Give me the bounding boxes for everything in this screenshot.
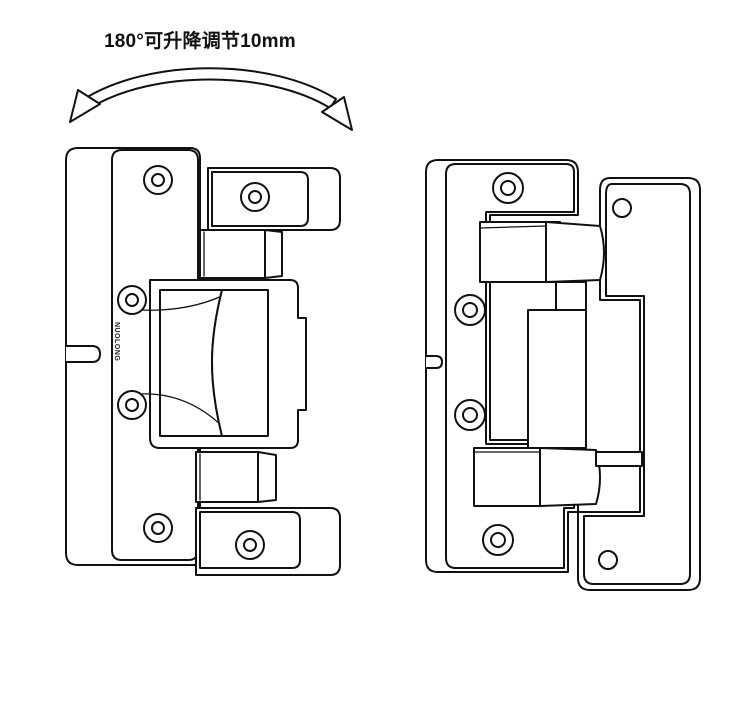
left-edge-notch xyxy=(65,345,101,363)
rear-lower-knuckle xyxy=(473,447,541,507)
rear-lower-flange xyxy=(595,451,643,467)
screw-boss-mid-upper xyxy=(117,285,147,315)
rear-screw-boss-upper xyxy=(454,294,486,326)
screw-boss-mid-lower xyxy=(117,390,147,420)
screw-boss-bottom-right xyxy=(235,530,265,560)
hinge-front-view xyxy=(65,147,341,576)
hinge-rear-view xyxy=(425,159,701,591)
rear-lower-knuckle-cap xyxy=(539,447,601,507)
screw-boss-bottom-left xyxy=(143,513,173,543)
upper-knuckle-side xyxy=(264,229,283,279)
rear-pin-body xyxy=(527,309,587,449)
barrel xyxy=(211,289,269,437)
screw-boss-top-left xyxy=(143,165,173,195)
lower-knuckle-side xyxy=(257,451,277,503)
brand-engraving: NUOLONG xyxy=(113,322,120,362)
rear-upper-knuckle-cap xyxy=(545,221,605,283)
rear-right-plate-face xyxy=(583,183,691,585)
screw-boss-top-right xyxy=(240,182,270,212)
double-headed-rotation-arrow-icon xyxy=(69,67,353,131)
rear-pin-shaft xyxy=(555,281,587,311)
rear-edge-notch xyxy=(425,355,443,369)
rear-screw-boss-top xyxy=(492,172,524,204)
upper-knuckle xyxy=(199,229,266,279)
rear-screw-boss-bottom xyxy=(482,524,514,556)
rear-plain-hole-top xyxy=(612,198,632,218)
rear-plain-hole-bottom xyxy=(598,550,618,570)
rear-screw-boss-lower xyxy=(454,399,486,431)
rotation-caption: 180°可升降调节10mm xyxy=(104,31,296,52)
lower-knuckle xyxy=(195,451,259,503)
